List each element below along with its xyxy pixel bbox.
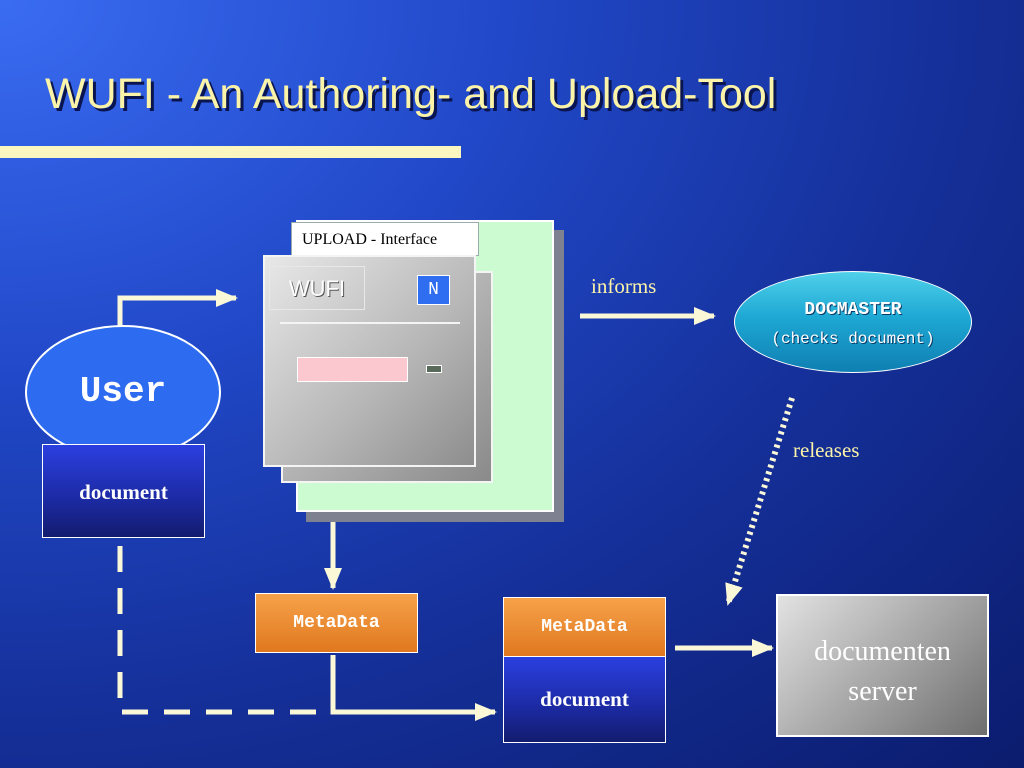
n-button[interactable]: N bbox=[417, 275, 450, 305]
releases-arrow bbox=[725, 397, 795, 606]
releases-label: releases bbox=[793, 438, 860, 462]
docmaster-node: DOCMASTER (checks document) bbox=[734, 271, 972, 373]
bundle-document-box: document bbox=[503, 656, 666, 743]
title-underline bbox=[0, 146, 461, 158]
user-node: User bbox=[25, 325, 221, 459]
upload-interface-label: UPLOAD - Interface bbox=[291, 222, 479, 256]
user-document-box: document bbox=[42, 444, 205, 538]
docmaster-name: DOCMASTER bbox=[804, 300, 902, 320]
slide-title: WUFI - An Authoring- and Upload-Tool bbox=[45, 70, 777, 118]
wufi-mini-button[interactable] bbox=[426, 365, 442, 373]
docmaster-subtitle: (checks document) bbox=[771, 330, 935, 348]
document-dashed-path bbox=[117, 546, 333, 715]
server-label-line1: documenten bbox=[814, 636, 951, 667]
documenten-server-node: documenten server bbox=[776, 594, 989, 737]
informs-label: informs bbox=[591, 274, 657, 298]
bundle-metadata-box: MetaData bbox=[503, 597, 666, 657]
window-divider bbox=[280, 322, 460, 324]
user-to-wufi-arrow bbox=[117, 289, 238, 327]
wufi-input-field[interactable] bbox=[297, 357, 408, 382]
metadata-to-bundle-arrow bbox=[330, 655, 497, 721]
server-label-line2: server bbox=[848, 676, 917, 707]
metadata-box: MetaData bbox=[255, 593, 418, 653]
wufi-label: WUFI bbox=[269, 266, 365, 310]
